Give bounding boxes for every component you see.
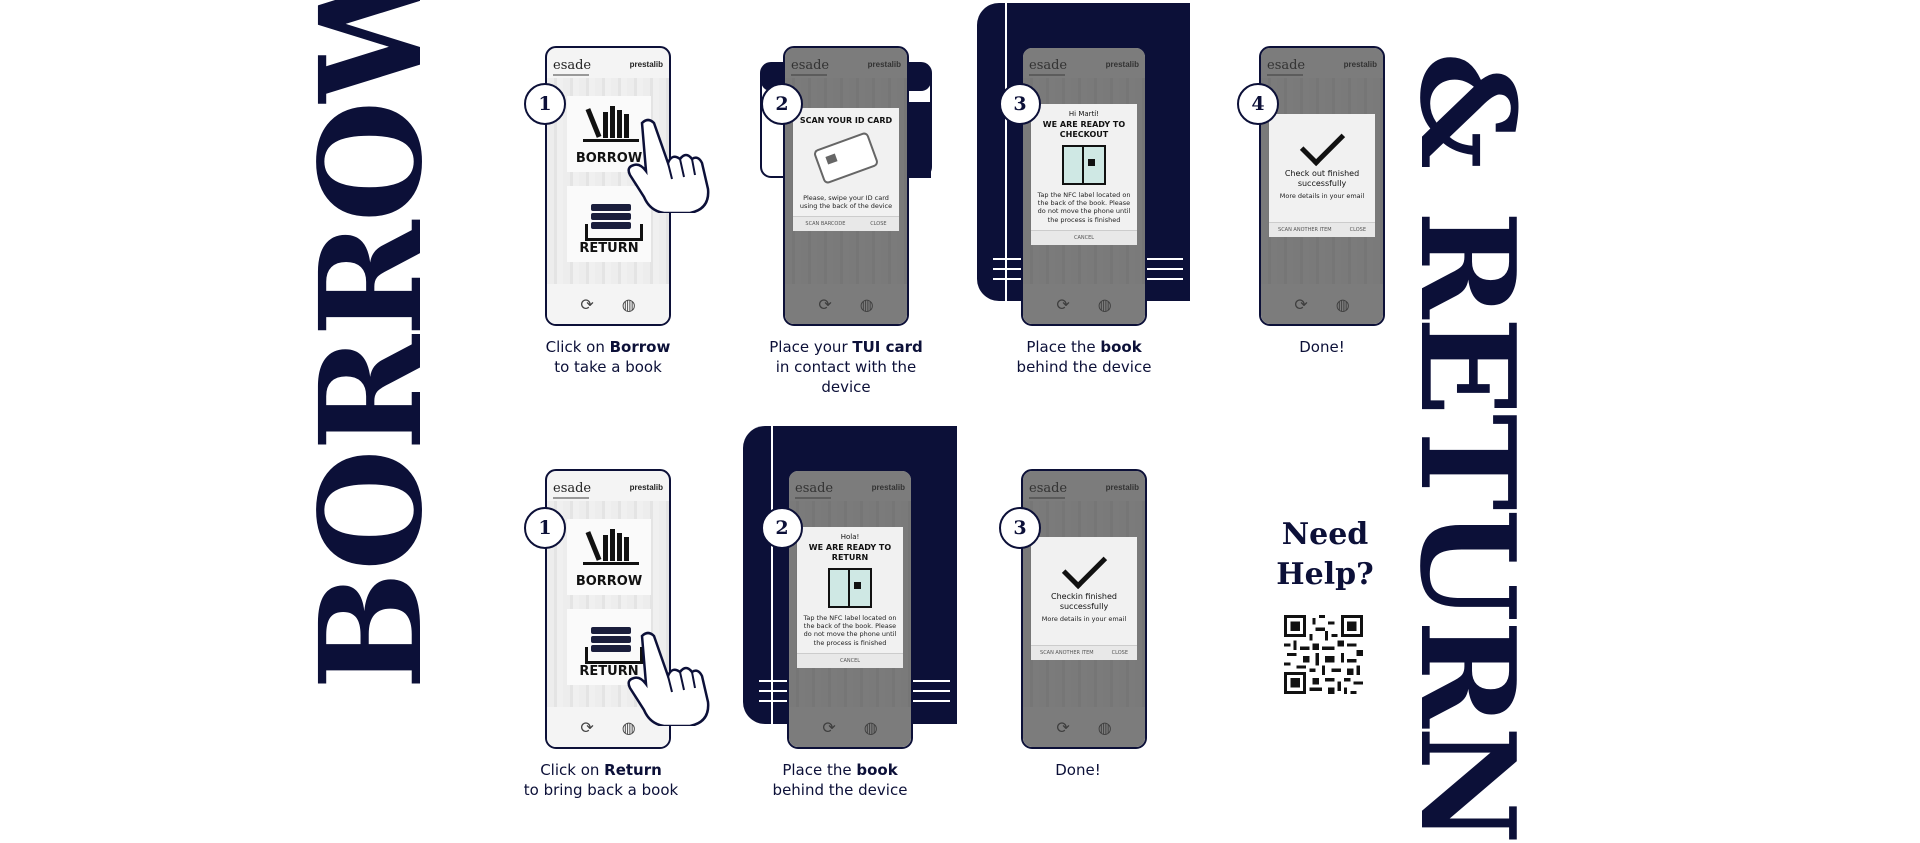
hand-pointer-icon (627, 118, 710, 213)
cancel-button[interactable]: CANCEL (1073, 234, 1095, 241)
id-card-icon (812, 130, 880, 185)
globe-icon[interactable]: ◍ (859, 297, 874, 314)
scan-barcode-button[interactable]: SCAN BARCODE (805, 220, 846, 227)
books-icon (583, 104, 639, 142)
esade-logo: esade (553, 58, 592, 76)
prestalib-logo: prestalib (629, 60, 663, 69)
borrow-step-4-caption: Done! (1299, 338, 1345, 356)
step-badge: 2 (761, 83, 803, 125)
globe-icon[interactable]: ◍ (1097, 720, 1112, 737)
scan-id-modal: SCAN YOUR ID CARD Please, swipe your ID … (793, 108, 899, 231)
borrow-tile[interactable]: BORROW (567, 96, 651, 172)
globe-icon[interactable]: ◍ (621, 720, 636, 737)
globe-icon[interactable]: ◍ (621, 297, 636, 314)
need-help-heading: Need Help? (1276, 517, 1374, 592)
close-button[interactable]: CLOSE (1111, 650, 1128, 657)
return-side-title: & RETURN (1391, 52, 1544, 843)
books-icon (583, 527, 639, 565)
sync-icon[interactable]: ⟳ (822, 720, 836, 737)
ready-checkout-modal: Hi Martí! WE ARE READY TO CHECKOUT Tap t… (1031, 104, 1137, 245)
borrow-tile[interactable]: BORROW (567, 519, 651, 595)
checkmark-icon (1061, 543, 1107, 590)
cancel-button[interactable]: CANCEL (839, 657, 861, 664)
qr-code-icon[interactable] (1284, 615, 1363, 694)
step-badge: 1 (524, 507, 566, 549)
step-badge: 3 (999, 83, 1041, 125)
checkin-done-modal: Checkin finished successfully More detai… (1031, 537, 1137, 661)
return-tile[interactable]: RETURN (567, 186, 651, 262)
scan-another-button[interactable]: SCAN ANOTHER ITEM (1278, 227, 1332, 234)
sync-icon[interactable]: ⟳ (818, 297, 832, 314)
checkout-done-modal: Check out finished successfully More det… (1269, 114, 1375, 238)
open-book-icon (828, 568, 872, 609)
close-button[interactable]: CLOSE (1349, 227, 1366, 234)
sync-icon[interactable]: ⟳ (1056, 720, 1070, 737)
step-badge: 3 (999, 507, 1041, 549)
return-stack-icon (591, 627, 631, 654)
return-stack-icon (591, 204, 631, 231)
step-badge: 2 (761, 507, 803, 549)
sync-icon[interactable]: ⟳ (580, 720, 594, 737)
open-book-icon (1062, 145, 1106, 186)
globe-icon[interactable]: ◍ (1335, 297, 1350, 314)
sync-icon[interactable]: ⟳ (580, 297, 594, 314)
globe-icon[interactable]: ◍ (1097, 297, 1112, 314)
globe-icon[interactable]: ◍ (863, 720, 878, 737)
borrow-side-title: BORROW (290, 0, 454, 690)
close-button[interactable]: CLOSE (870, 220, 887, 227)
hand-pointer-icon (627, 631, 710, 726)
scan-another-button[interactable]: SCAN ANOTHER ITEM (1040, 650, 1094, 657)
step-badge: 4 (1237, 83, 1279, 125)
checkmark-icon (1299, 120, 1345, 167)
return-tile[interactable]: RETURN (567, 609, 651, 685)
step-badge: 1 (524, 83, 566, 125)
ready-return-modal: Hola! WE ARE READY TO RETURN Tap the NFC… (797, 527, 903, 668)
sync-icon[interactable]: ⟳ (1294, 297, 1308, 314)
borrow-step-1-phone: esade prestalib BORROW RETURN ⟳ ◍ (545, 46, 671, 326)
sync-icon[interactable]: ⟳ (1056, 297, 1070, 314)
return-step-3-caption: Done! (1055, 761, 1101, 779)
